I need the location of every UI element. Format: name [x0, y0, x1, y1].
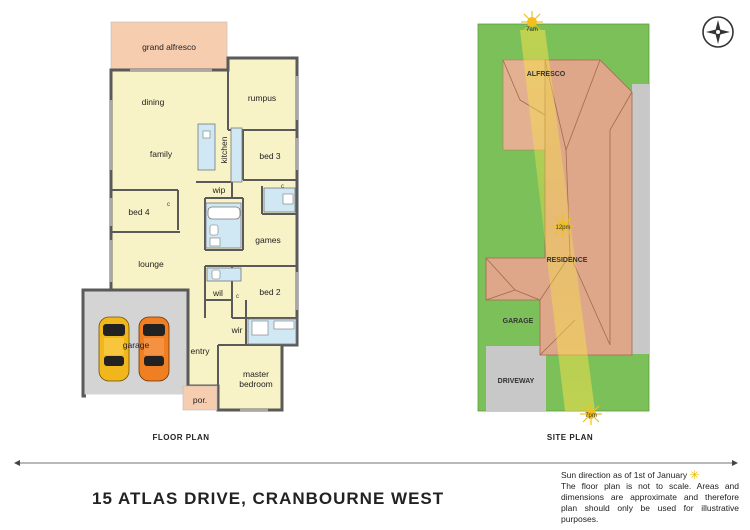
- site-plan-caption: SITE PLAN: [547, 433, 593, 442]
- kitchen-island: [197, 123, 216, 171]
- interior-walls: [111, 70, 297, 386]
- car-yellow-icon: [98, 316, 130, 382]
- sun-note-text: Sun direction as of 1st of January: [561, 470, 688, 480]
- label-alfresco: ALFRESCO: [527, 71, 566, 78]
- cupboard-mark: c: [167, 202, 170, 208]
- label-bed-2: bed 2: [259, 287, 281, 297]
- cupboard-mark: c: [236, 294, 239, 300]
- label-garage: garage: [123, 340, 150, 350]
- bath-vanity: [209, 237, 221, 247]
- label-lounge: lounge: [138, 259, 164, 269]
- sun-icon: [552, 215, 574, 237]
- compass-icon: [702, 16, 734, 48]
- label-wil: wil: [212, 288, 223, 298]
- sun-time-7am: 7am: [526, 27, 538, 33]
- laundry-tub: [282, 193, 294, 205]
- label-bedroom: bedroom: [239, 379, 273, 389]
- sun-icon: ✳: [689, 468, 700, 482]
- kitchen-sink: [202, 130, 211, 139]
- room-labels: grand alfresco dining rumpus family kitc…: [123, 42, 284, 405]
- disclaimer-text: The floor plan is not to scale. Areas an…: [561, 481, 739, 524]
- scale-rule: [14, 460, 738, 466]
- ensuite-shower: [251, 320, 269, 336]
- label-grand-alfresco: grand alfresco: [142, 42, 196, 52]
- label-rumpus: rumpus: [248, 93, 276, 103]
- sun-icon: [521, 11, 543, 33]
- label-site-garage: GARAGE: [503, 318, 534, 325]
- label-wip: wip: [212, 185, 226, 195]
- label-bed-4: bed 4: [128, 207, 150, 217]
- room-grand-alfresco: [110, 21, 228, 71]
- label-kitchen: kitchen: [219, 136, 229, 163]
- ensuite-vanity: [273, 320, 295, 330]
- sun-time-12pm: 12pm: [555, 225, 570, 231]
- sun-direction-note: Sun direction as of 1st of January ✳: [561, 468, 700, 482]
- floor-plan-caption: FLOOR PLAN: [153, 433, 210, 442]
- side-path: [632, 84, 649, 354]
- driveway: [486, 346, 546, 411]
- cupboard-mark: c: [281, 184, 284, 190]
- toilet: [209, 224, 219, 236]
- room-porch: [182, 385, 218, 411]
- floor-plan: grand alfresco dining rumpus family kitc…: [81, 21, 299, 442]
- bathtub: [207, 206, 241, 220]
- site-plan: ALFRESCO RESIDENCE GARAGE DRIVEWAY 7am 1…: [477, 11, 650, 442]
- car-orange-icon: [138, 316, 170, 382]
- label-family: family: [150, 149, 173, 159]
- label-wir: wir: [231, 325, 243, 335]
- sun-time-7pm: 7pm: [585, 413, 597, 419]
- label-master: master: [243, 369, 269, 379]
- windows: [109, 68, 299, 412]
- label-porch: por.: [193, 395, 207, 405]
- label-bed-3: bed 3: [259, 151, 281, 161]
- sun-icon: [580, 403, 602, 425]
- kitchen-bench: [230, 127, 243, 183]
- label-dining: dining: [142, 97, 165, 107]
- label-driveway: DRIVEWAY: [498, 378, 535, 385]
- label-residence: RESIDENCE: [547, 257, 588, 264]
- property-address: 15 ATLAS DRIVE, CRANBOURNE WEST: [92, 489, 445, 508]
- label-entry: entry: [191, 346, 211, 356]
- powder-toilet: [211, 269, 221, 280]
- label-games: games: [255, 235, 281, 245]
